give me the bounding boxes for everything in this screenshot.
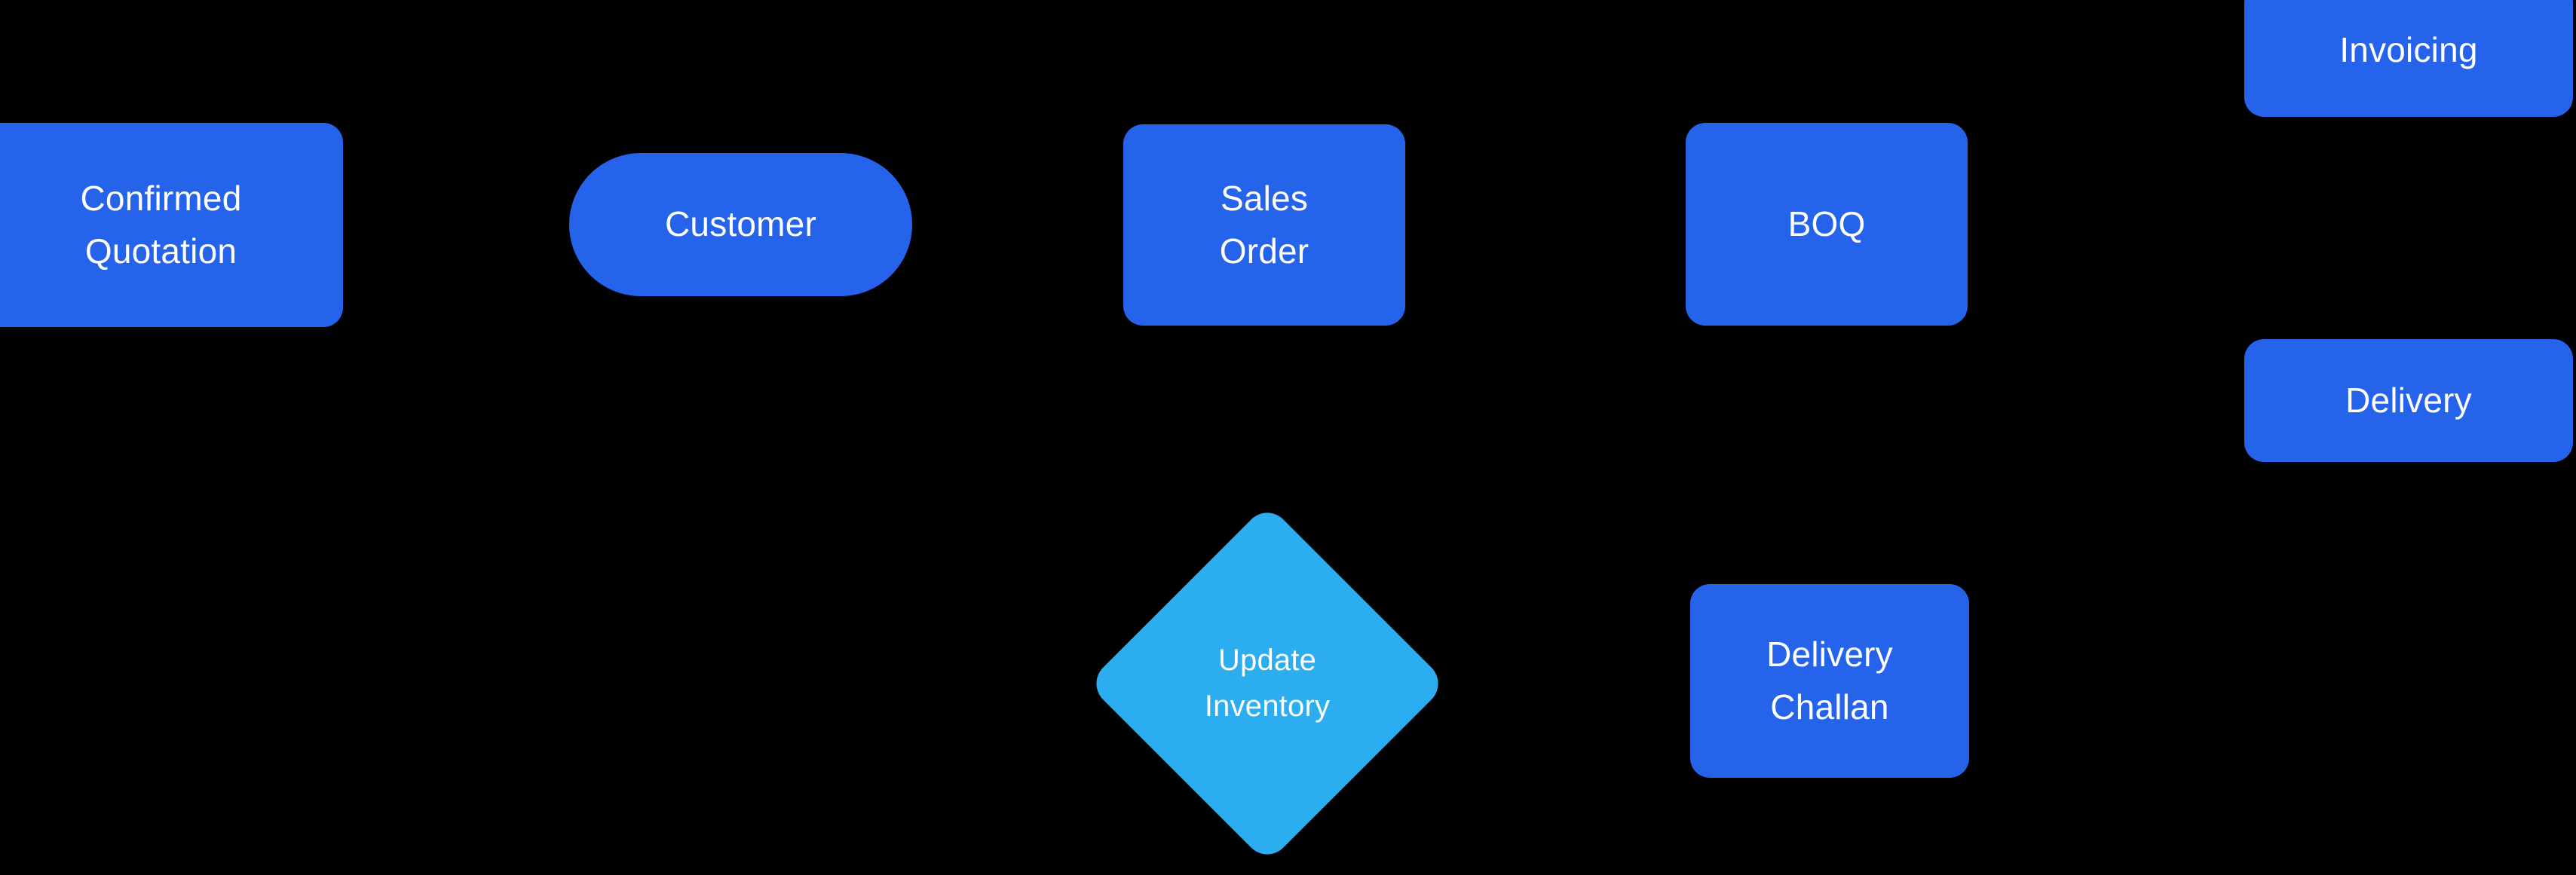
node-label-customer: Customer [665,204,816,244]
node-invoicing[interactable]: Invoicing [2244,0,2573,117]
node-sales-order[interactable]: Sales Order [1123,124,1405,326]
node-label-delivery-challan: Delivery Challan [1766,634,1893,727]
edge-delivery-challan-delivery [1969,383,2247,683]
node-update-inventory[interactable]: Update Inventory [1087,503,1447,864]
node-delivery[interactable]: Delivery [2244,339,2573,462]
node-label-delivery: Delivery [2345,380,2472,420]
node-label-confirmed-quotation: Confirmed Quotation [80,178,242,271]
node-label-boq: BOQ [1787,203,1866,243]
edge-boq-delivery [1968,222,2247,418]
node-label-sales-order: Sales Order [1219,178,1309,271]
edge-boq-invoicing [1968,32,2247,227]
node-label-invoicing: Invoicing [2339,29,2478,69]
node-delivery-challan[interactable]: Delivery Challan [1690,584,1969,778]
node-label-update-inventory: Update Inventory [1204,644,1331,723]
node-boq[interactable]: BOQ [1686,123,1968,326]
node-customer[interactable]: Customer [569,153,912,296]
node-confirmed-quotation[interactable]: Confirmed Quotation [0,123,343,327]
